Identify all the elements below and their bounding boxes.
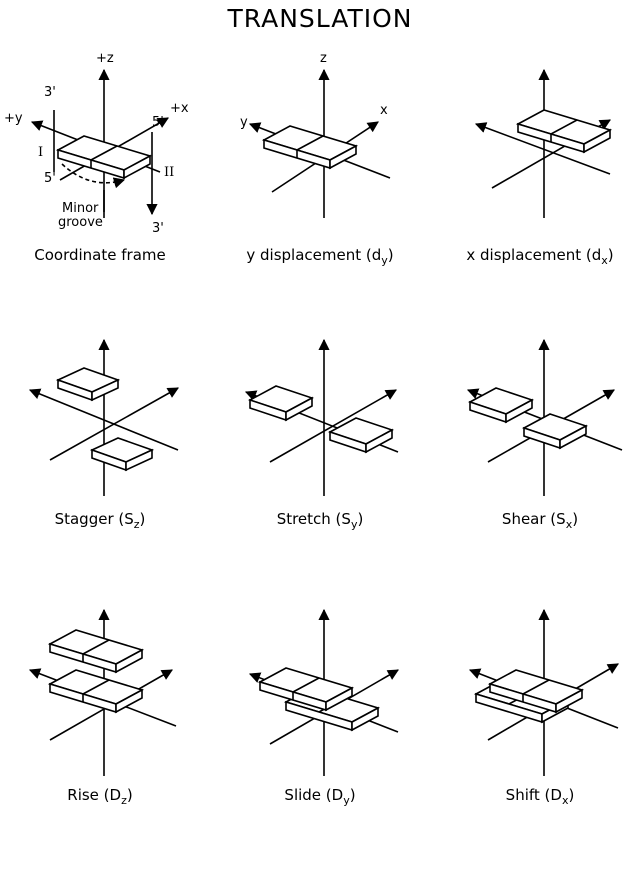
label-strand2-bottom: 3' bbox=[152, 221, 164, 236]
label-minor-groove-2: groove bbox=[58, 215, 103, 230]
caption-shear: Shear (Sx) bbox=[501, 510, 579, 531]
caption-shift: Shift (Dx) bbox=[505, 786, 575, 807]
panel-stagger: Stagger (Sz) bbox=[0, 320, 200, 590]
slide-diagram bbox=[248, 608, 399, 776]
label-plus-z: +z bbox=[96, 51, 114, 66]
panel-slide: Slide (Dy) bbox=[220, 600, 420, 870]
rise-diagram bbox=[28, 608, 177, 776]
caption-y-displacement: y displacement (dy) bbox=[246, 246, 394, 267]
label-strand1-bottom: 5' bbox=[44, 171, 56, 186]
coordinate-frame-diagram: +z +y +x 3' I 5' 5' II 3' Minor groove bbox=[4, 51, 189, 236]
panel-shear: Shear (Sx) bbox=[440, 320, 640, 590]
panel-x-displacement: x displacement (dx) bbox=[440, 40, 640, 310]
caption-rise: Rise (Dz) bbox=[67, 786, 133, 807]
panel-stretch: Stretch (Sy) bbox=[220, 320, 420, 590]
label-strand2-top: 5' bbox=[152, 115, 164, 130]
stretch-diagram bbox=[244, 338, 399, 496]
shift-diagram bbox=[468, 608, 619, 776]
label-plus-y: +y bbox=[4, 111, 23, 126]
label-z: z bbox=[320, 51, 327, 66]
panel-y-displacement: z y x y displacement (dy) bbox=[220, 40, 420, 310]
panel-shift: Shift (Dx) bbox=[440, 600, 640, 870]
caption-stretch: Stretch (Sy) bbox=[276, 510, 364, 531]
label-y: y bbox=[240, 115, 248, 130]
panel-rise: Rise (Dz) bbox=[0, 600, 200, 870]
shear-diagram bbox=[466, 338, 623, 496]
caption-coordinate-frame: Coordinate frame bbox=[34, 246, 166, 264]
label-strand-2: II bbox=[164, 165, 174, 180]
panel-coordinate-frame: +z +y +x 3' I 5' 5' II 3' Minor groove C… bbox=[0, 40, 200, 310]
figure-title: TRANSLATION bbox=[227, 4, 413, 33]
caption-slide: Slide (Dy) bbox=[284, 786, 356, 807]
label-x: x bbox=[380, 103, 388, 118]
y-displacement-diagram: z y x bbox=[240, 51, 391, 218]
stagger-diagram bbox=[28, 338, 179, 496]
label-strand1-top: 3' bbox=[44, 85, 56, 100]
label-minor-groove-1: Minor bbox=[62, 201, 99, 216]
caption-x-displacement: x displacement (dx) bbox=[466, 246, 614, 267]
label-strand-1: I bbox=[38, 145, 43, 160]
caption-stagger: Stagger (Sz) bbox=[54, 510, 146, 531]
x-displacement-diagram bbox=[474, 68, 613, 218]
base-pair bbox=[55, 135, 153, 180]
label-plus-x: +x bbox=[170, 101, 189, 116]
